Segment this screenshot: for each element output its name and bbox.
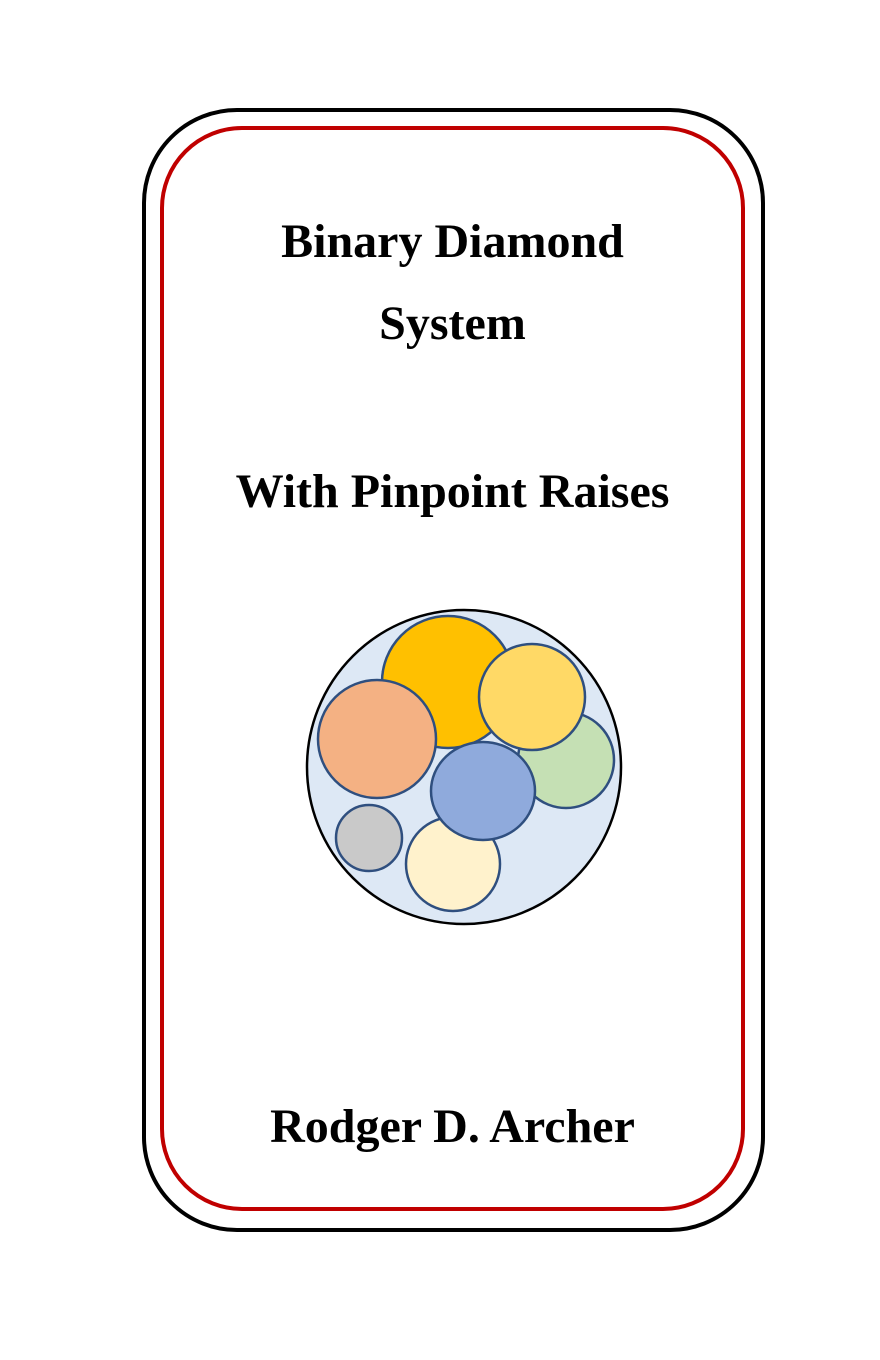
title-line-1: Binary Diamond <box>281 215 624 268</box>
outer-black-border <box>142 108 765 1232</box>
subtitle: With Pinpoint Raises <box>235 465 670 518</box>
gray-circle <box>334 803 404 873</box>
title-line-2: System <box>379 297 526 350</box>
salmon-circle <box>316 678 438 800</box>
blue-circle <box>429 740 537 842</box>
inner-red-border <box>160 126 745 1211</box>
yellow-circle <box>477 642 587 752</box>
author-name: Rodger D. Archer <box>270 1100 635 1153</box>
